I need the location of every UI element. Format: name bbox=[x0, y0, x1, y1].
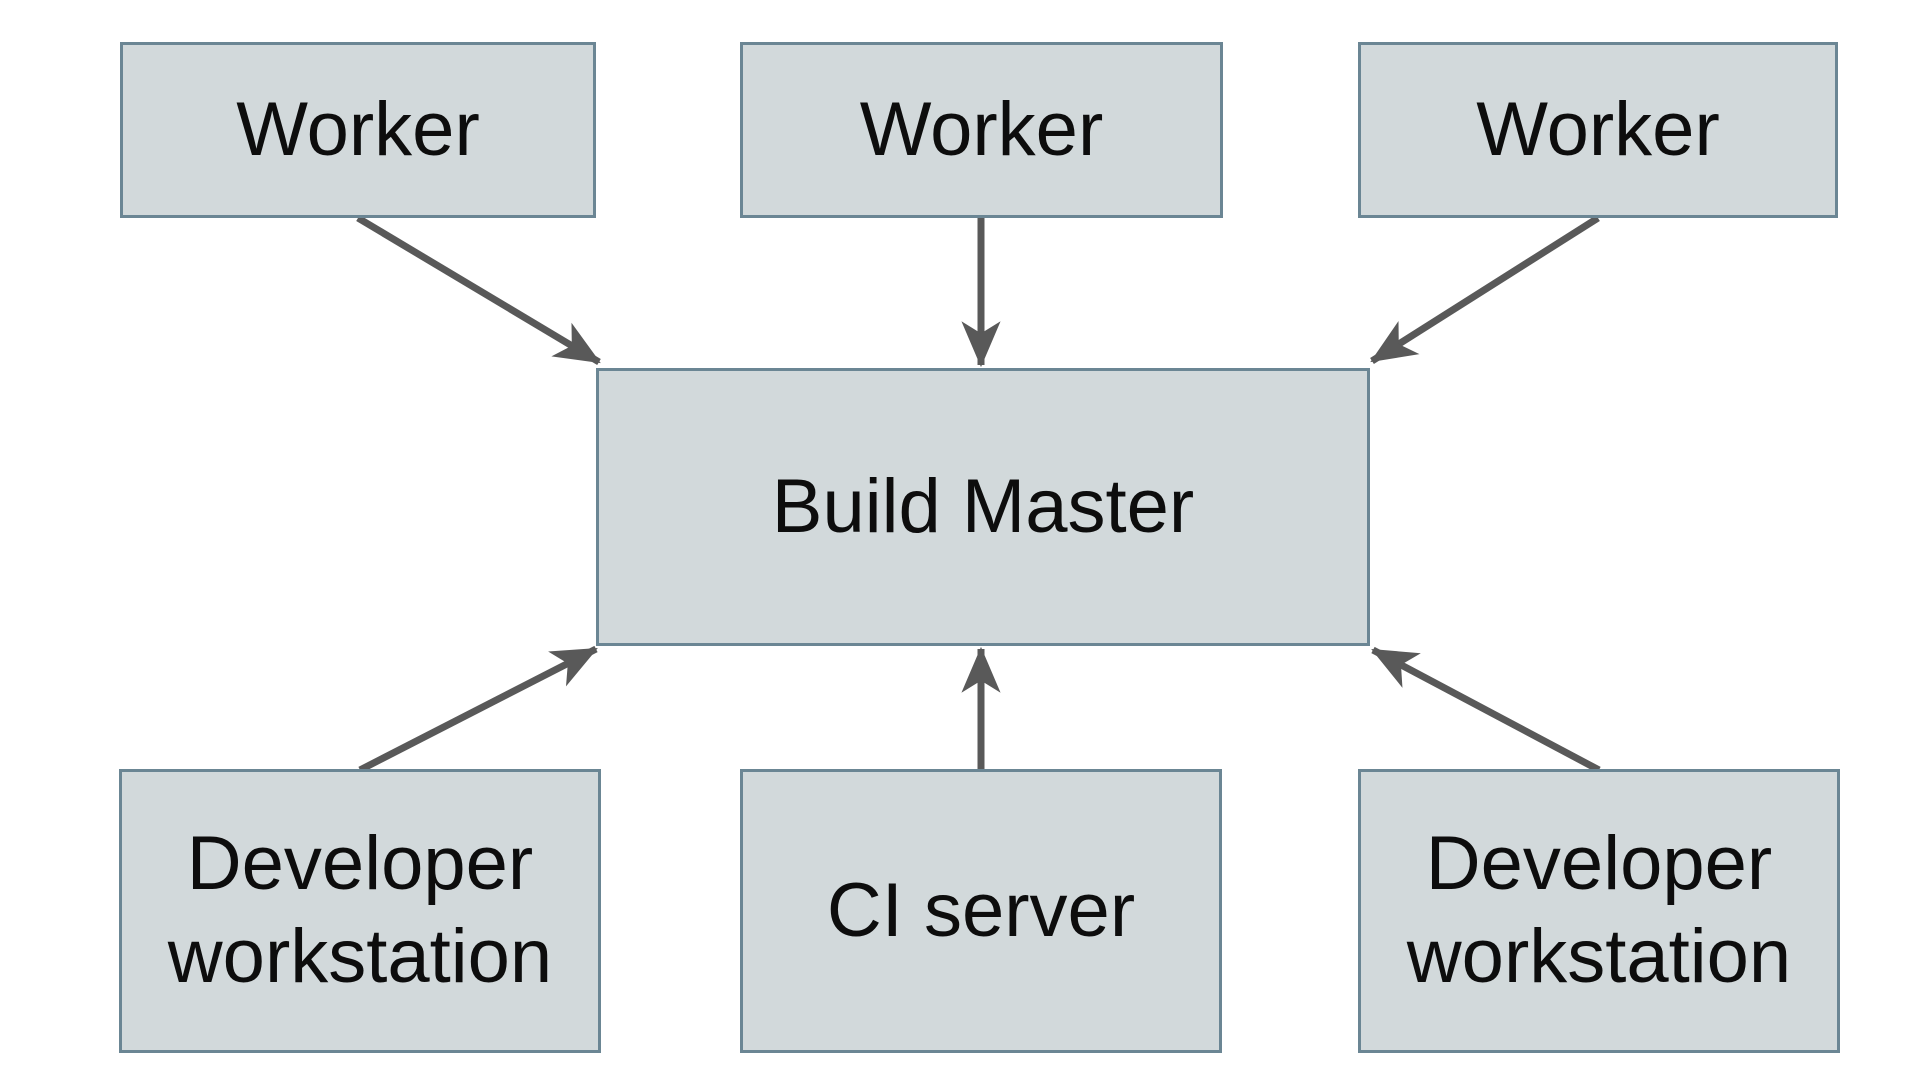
node-worker-2: Worker bbox=[740, 42, 1223, 218]
node-worker-1: Worker bbox=[120, 42, 596, 218]
node-label: Worker bbox=[236, 86, 480, 172]
node-developer-workstation-1: Developer workstation bbox=[119, 769, 601, 1053]
connector-worker-3-to-build-master bbox=[1370, 215, 1600, 364]
node-label: Build Master bbox=[771, 463, 1195, 549]
node-build-master: Build Master bbox=[596, 368, 1370, 646]
connector-developer-workstation-1-to-build-master bbox=[358, 645, 598, 774]
node-label: Developer workstation bbox=[1406, 821, 1792, 999]
node-label: Developer workstation bbox=[167, 821, 553, 999]
node-label: Worker bbox=[1476, 86, 1720, 172]
node-developer-workstation-2: Developer workstation bbox=[1358, 769, 1840, 1053]
node-label: CI server bbox=[826, 867, 1136, 953]
node-ci-server: CI server bbox=[740, 769, 1222, 1053]
connector-developer-workstation-2-to-build-master bbox=[1371, 646, 1601, 774]
node-worker-3: Worker bbox=[1358, 42, 1838, 218]
connector-worker-1-to-build-master bbox=[356, 214, 601, 366]
node-label: Worker bbox=[859, 86, 1104, 172]
